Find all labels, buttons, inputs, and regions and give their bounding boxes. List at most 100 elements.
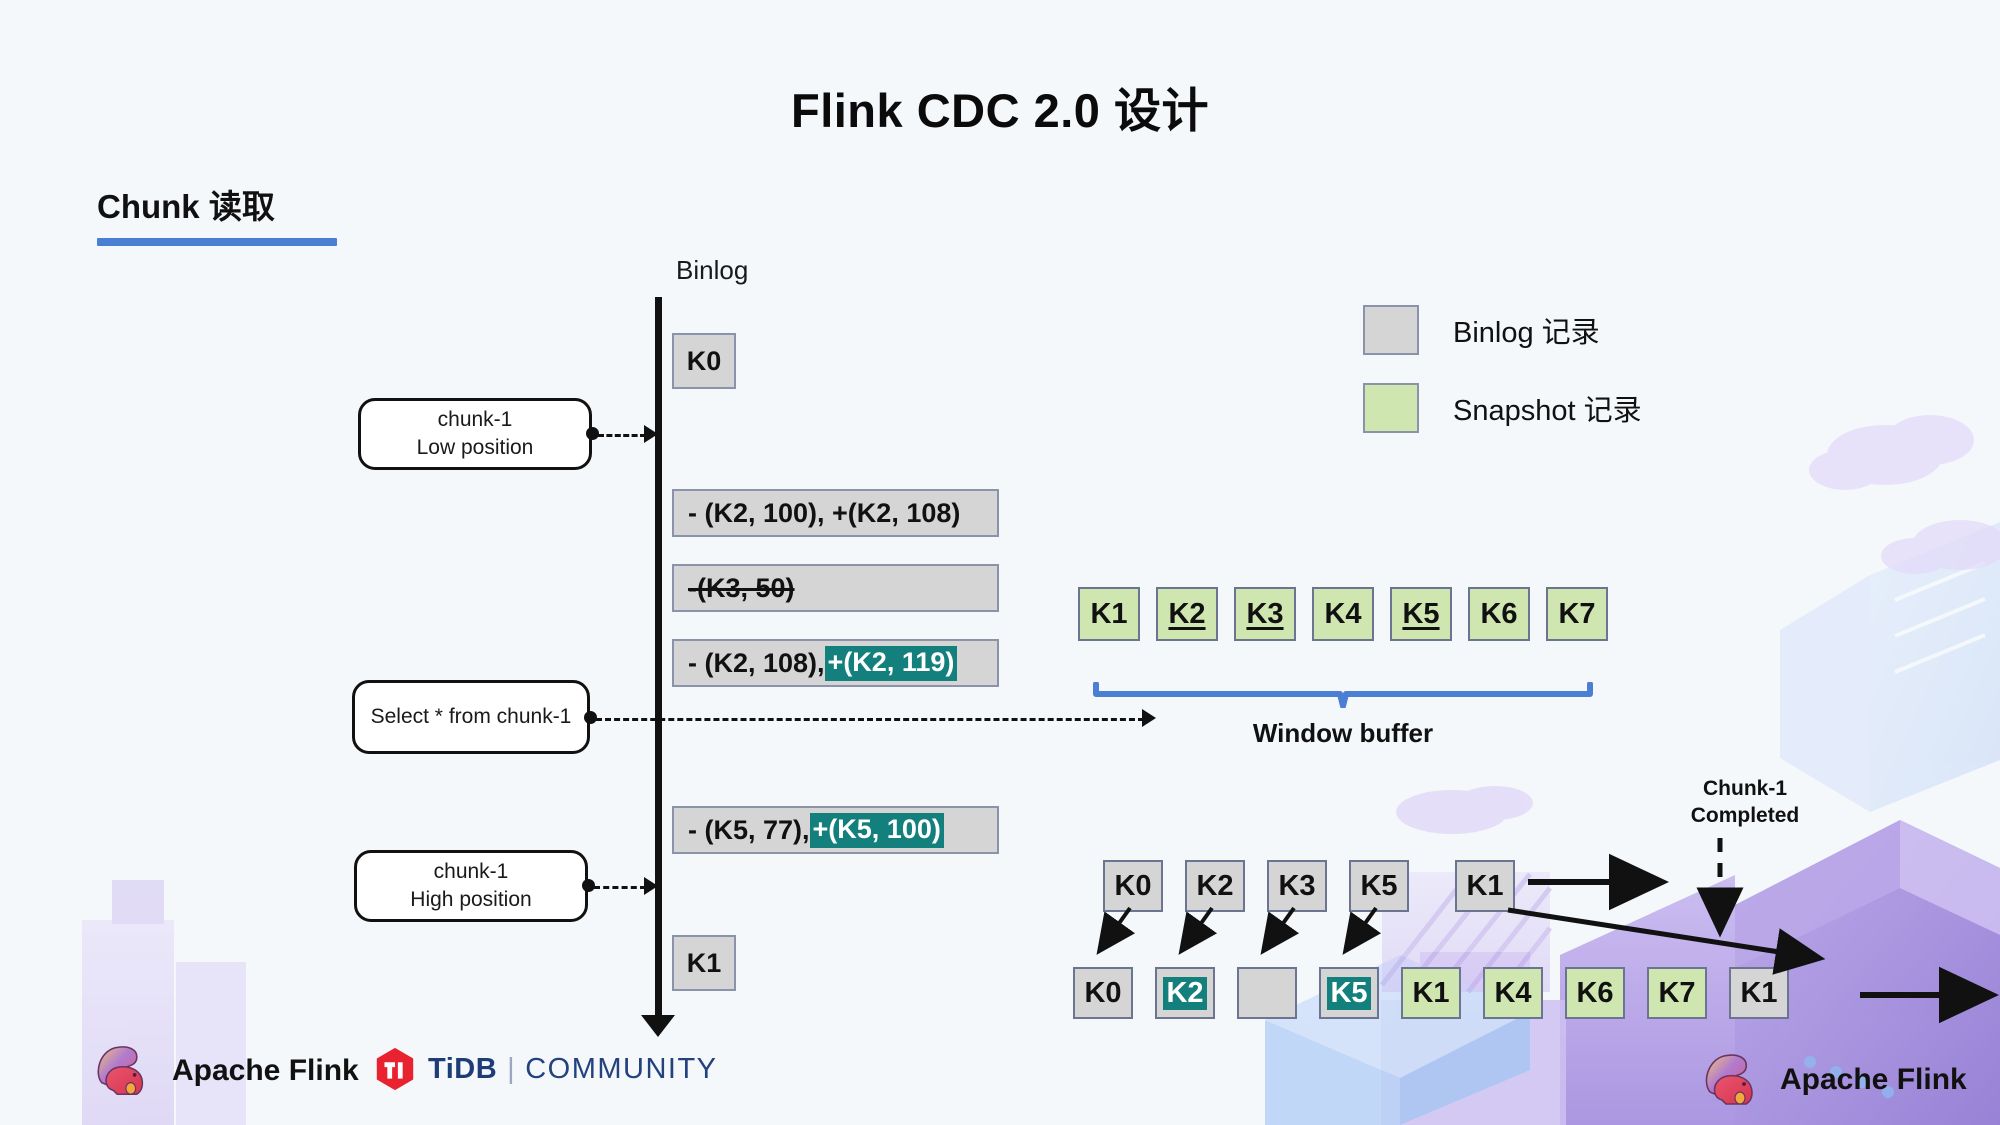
merge-upper-key-text: K3 [1278, 869, 1316, 902]
footer-right-logo: Apache Flink [1700, 1048, 1967, 1112]
binlog-axis-label: Binlog [676, 255, 749, 285]
merge-upper-key-text: K2 [1196, 869, 1234, 902]
footer-left-logo-label: Apache Flink [172, 1054, 359, 1087]
section-heading: Chunk 读取 [97, 188, 275, 225]
merge-lower-key-empty [1237, 967, 1297, 1019]
merge-lower-key: K4 [1483, 967, 1543, 1019]
merge-lower-row: K0 K2 K5 K1 K4 K6 K7 K1 [1073, 967, 1789, 1019]
window-buffer-key-text: K2 [1168, 597, 1206, 630]
merge-upper-key-text: K0 [1114, 869, 1152, 902]
merge-lower-key: K5 [1319, 967, 1379, 1019]
chunk-completed-line1: Chunk-1 [1703, 777, 1787, 800]
merge-lower-key: K7 [1647, 967, 1707, 1019]
connector-high-position [594, 886, 646, 889]
binlog-record-k0-text: K0 [686, 345, 722, 376]
merge-lower-key: K1 [1401, 967, 1461, 1019]
binlog-record-k5-77-100-prefix: - (K5, 77), [688, 814, 810, 845]
footer-tidb-logo: TiDB | COMMUNITY [372, 1046, 718, 1092]
merge-lower-key-text: K0 [1084, 976, 1122, 1009]
connector-low-position [598, 434, 646, 437]
binlog-record-k2-100-108: - (K2, 100), +(K2, 108) [672, 489, 999, 537]
chunk-completed-arrow [1696, 838, 1744, 938]
section-heading-underline [97, 238, 337, 246]
connector-high-position-arrow-icon [644, 877, 658, 895]
window-buffer-key-text: K4 [1324, 597, 1362, 630]
callout-select-from-chunk-1[interactable]: Select * from chunk-1 [352, 680, 590, 754]
window-buffer-key: K1 [1078, 587, 1140, 641]
merge-upper-row: K0 K2 K3 K5 K1 [1103, 860, 1515, 912]
window-buffer-key-text: K6 [1480, 597, 1518, 630]
merge-arrows [1096, 853, 1999, 1024]
footer-tidb-separator: | [507, 1052, 516, 1085]
merge-lower-key-text: K4 [1494, 976, 1532, 1009]
binlog-record-k1-text: K1 [686, 947, 722, 978]
footer-right-logo-label: Apache Flink [1780, 1063, 1967, 1096]
window-buffer-key-text: K1 [1090, 597, 1128, 630]
window-buffer-key-text: K7 [1558, 597, 1596, 630]
connector-select-arrow-icon [1142, 709, 1156, 727]
legend: Binlog 记录 Snapshot 记录 [1363, 305, 1642, 433]
merge-lower-key: K6 [1565, 967, 1625, 1019]
tidb-hexagon-icon [376, 1047, 414, 1091]
binlog-axis-line [655, 297, 662, 1022]
binlog-record-k1: K1 [672, 935, 736, 991]
binlog-axis-arrow-icon [641, 1015, 675, 1037]
window-buffer-key: K6 [1468, 587, 1530, 641]
window-buffer-key-text: K5 [1402, 597, 1440, 630]
chunk-completed-line2: Completed [1690, 804, 1800, 828]
footer-tidb-community: COMMUNITY [525, 1052, 718, 1085]
merge-lower-key-text: K1 [1740, 976, 1778, 1009]
merge-upper-key: K1 [1455, 860, 1515, 912]
callout-chunk-1-low-position-line1: chunk-1 [437, 407, 513, 431]
binlog-record-k3-50: -(K3, 50) [672, 564, 999, 612]
chunk-completed-label: Chunk-1 Completed [1640, 775, 1850, 830]
legend-swatch-snapshot-record [1363, 383, 1419, 433]
connector-dot-high-position [582, 879, 595, 892]
merge-upper-key: K3 [1267, 860, 1327, 912]
callout-chunk-1-high-position-line1: chunk-1 [433, 859, 509, 883]
merge-lower-key-text: K6 [1576, 976, 1614, 1009]
merge-lower-key: K1 [1729, 967, 1789, 1019]
apache-flink-squirrel-icon [1705, 1054, 1753, 1105]
window-buffer-key: K4 [1312, 587, 1374, 641]
merge-upper-key: K0 [1103, 860, 1163, 912]
window-buffer-key: K3 [1234, 587, 1296, 641]
callout-chunk-1-high-position[interactable]: chunk-1 High position [354, 850, 588, 922]
binlog-record-k5-77-100-highlight: +(K5, 100) [809, 812, 944, 848]
callout-chunk-1-low-position-line2: Low position [416, 436, 534, 459]
connector-select-to-buffer [596, 718, 1144, 721]
merge-upper-key: K5 [1349, 860, 1409, 912]
merge-upper-key-text: K1 [1466, 869, 1504, 902]
legend-label-binlog-record: Binlog 记录 [1453, 317, 1600, 349]
page-title: Flink CDC 2.0 设计 [790, 84, 1209, 137]
binlog-record-k3-50-text: -(K3, 50) [688, 572, 795, 603]
legend-swatch-binlog-record [1363, 305, 1419, 355]
window-buffer-key: K2 [1156, 587, 1218, 641]
callout-chunk-1-high-position-line2: High position [410, 888, 532, 911]
window-buffer-key: K5 [1390, 587, 1452, 641]
footer-tidb-name: TiDB [428, 1052, 498, 1085]
merge-lower-key-text: K7 [1658, 976, 1696, 1009]
merge-lower-key-text: K5 [1327, 976, 1371, 1010]
binlog-record-k2-100-108-text: - (K2, 100), +(K2, 108) [688, 497, 961, 528]
connector-dot-select [584, 711, 597, 724]
merge-lower-key-text: K2 [1163, 976, 1207, 1010]
window-buffer-keys: K1 K2 K3 K4 K5 K6 K7 [1078, 587, 1608, 641]
binlog-record-k2-108-119-prefix: - (K2, 108), [688, 647, 825, 678]
window-buffer-label: Window buffer [1252, 718, 1434, 748]
merge-lower-key-text: K1 [1412, 976, 1450, 1009]
window-buffer-key: K7 [1546, 587, 1608, 641]
binlog-record-k2-108-119-highlight: +(K2, 119) [824, 645, 958, 681]
callout-chunk-1-low-position[interactable]: chunk-1 Low position [358, 398, 592, 470]
binlog-record-k5-77-100: - (K5, 77), +(K5, 100) [672, 806, 999, 854]
window-buffer-key-text: K3 [1246, 597, 1284, 630]
binlog-record-k2-108-119: - (K2, 108), +(K2, 119) [672, 639, 999, 687]
legend-label-snapshot-record: Snapshot 记录 [1453, 395, 1642, 427]
footer-left-logo: Apache Flink [92, 1040, 359, 1102]
merge-lower-key: K0 [1073, 967, 1133, 1019]
merge-lower-key: K2 [1155, 967, 1215, 1019]
connector-low-position-arrow-icon [644, 425, 658, 443]
callout-select-from-chunk-1-line1: Select * from chunk-1 [370, 704, 572, 728]
window-buffer-brace-icon [1093, 682, 1593, 708]
binlog-record-k0: K0 [672, 333, 736, 389]
